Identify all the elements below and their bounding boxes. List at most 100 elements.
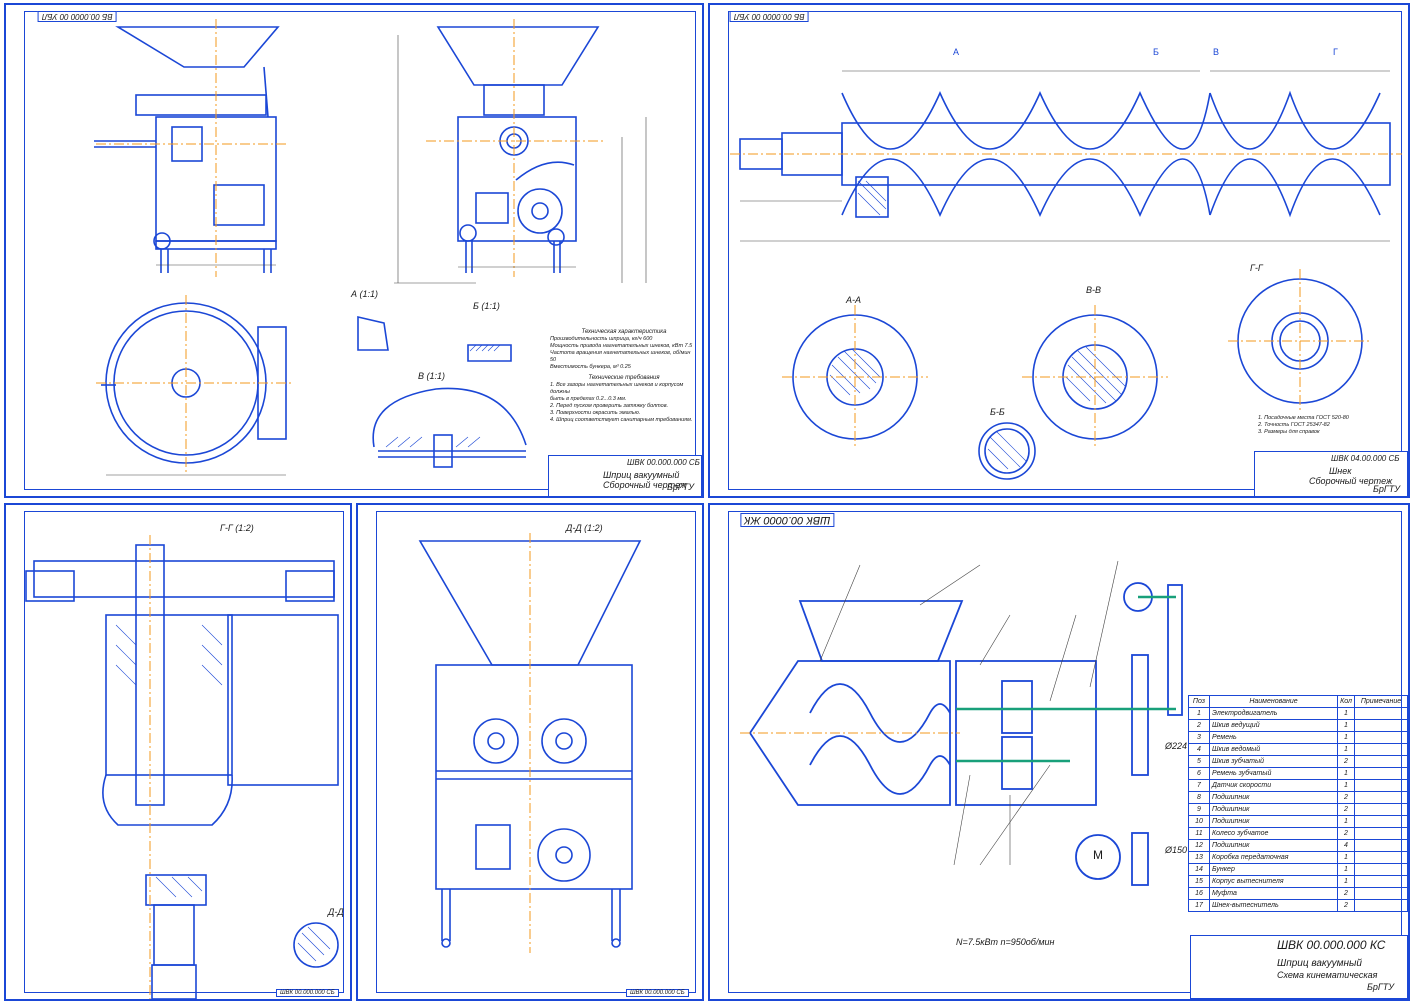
title-block-org: БрГТУ xyxy=(1373,484,1401,494)
spec-header-pos: Поз xyxy=(1188,695,1210,708)
sheet-code: ШВК 00.000.000 СБ xyxy=(276,989,339,997)
section-label-aa: А-А xyxy=(846,295,862,305)
tech-line: Вместимость бункера, м³ 0.25 xyxy=(550,364,631,370)
spec-cell-name: Коробка передаточная xyxy=(1209,851,1338,864)
spec-cell-name: Подшипник xyxy=(1209,815,1338,828)
note-line: 2. Точность ГОСТ 25347-82 xyxy=(1258,422,1330,428)
spec-cell-note xyxy=(1354,887,1408,900)
tech-line: Мощность привода нагнетательных шнеков, … xyxy=(550,343,693,349)
spec-cell-qty: 1 xyxy=(1337,851,1355,864)
title-block-code: ШВК 04.00.000 СБ xyxy=(1331,454,1400,463)
section-label-gg: Г-Г xyxy=(1250,263,1263,273)
sheet-code: ШВК 00.000.000 СБ xyxy=(626,989,689,997)
spec-cell-note xyxy=(1354,863,1408,876)
view-label-b: Б (1:1) xyxy=(473,301,500,311)
spec-cell-qty: 1 xyxy=(1337,731,1355,744)
req-line: 4. Шприц соответствует санитарным требов… xyxy=(550,417,693,423)
spec-cell-qty: 1 xyxy=(1337,815,1355,828)
spec-cell-name: Ремень зубчатый xyxy=(1209,767,1338,780)
spec-cell-pos: 16 xyxy=(1188,887,1210,900)
spec-cell-pos: 1 xyxy=(1188,707,1210,720)
title-block: ШВК 04.00.000 СБ Шнек Сборочный чертеж Б… xyxy=(1254,451,1408,497)
hopper-neck xyxy=(135,94,267,116)
section-dd-view xyxy=(418,533,642,953)
spec-cell-note xyxy=(1354,803,1408,816)
spec-cell-name: Корпус вытеснителя xyxy=(1209,875,1338,888)
tech-title: Техническая характеристика xyxy=(581,329,667,335)
motor-note: N=7.5кВт n=950об/мин xyxy=(956,937,1055,947)
spec-cell-note xyxy=(1354,731,1408,744)
spec-cell-name: Муфта xyxy=(1209,887,1338,900)
spec-cell-note xyxy=(1354,743,1408,756)
spec-cell-pos: 3 xyxy=(1188,731,1210,744)
auger-notes: 1. Посадочные места ГОСТ 520-80 2. Точно… xyxy=(1258,415,1349,436)
spec-cell-pos: 5 xyxy=(1188,755,1210,768)
spec-header-qty: Кол xyxy=(1337,695,1355,708)
title-block-subtitle: Схема кинематическая xyxy=(1277,970,1378,980)
sheet-gearbox-section: Г-Г (1:2) Д-Д ШВК 00.000.000 СБ xyxy=(4,503,352,1001)
section-mark: Г xyxy=(1333,47,1338,57)
spec-cell-pos: 17 xyxy=(1188,899,1210,912)
spec-cell-note xyxy=(1354,791,1408,804)
spec-cell-qty: 1 xyxy=(1337,875,1355,888)
spec-cell-note xyxy=(1354,827,1408,840)
spec-cell-pos: 13 xyxy=(1188,851,1210,864)
spec-cell-name: Подшипник xyxy=(1209,839,1338,852)
spec-header-note: Примечание xyxy=(1354,695,1408,708)
auger-drawing-views xyxy=(730,70,1402,480)
spec-cell-note xyxy=(1354,875,1408,888)
title-block-subtitle: Сборочный чертеж xyxy=(603,480,687,490)
spec-cell-note xyxy=(1354,779,1408,792)
spec-cell-name: Шкив ведущий xyxy=(1209,719,1338,732)
sheet-assembly-drawing: ВБ 00.0000 00 УБЛ xyxy=(4,3,704,498)
spec-cell-qty: 2 xyxy=(1337,887,1355,900)
note-line: 1. Посадочные места ГОСТ 520-80 xyxy=(1258,415,1349,421)
spec-cell-qty: 1 xyxy=(1337,779,1355,792)
spec-cell-name: Датчик скорости xyxy=(1209,779,1338,792)
section-mark: А xyxy=(953,47,960,57)
spec-cell-qty: 2 xyxy=(1337,827,1355,840)
spec-cell-name: Шкив зубчатый xyxy=(1209,755,1338,768)
title-block-org: БрГТУ xyxy=(1367,982,1395,992)
spec-cell-pos: 7 xyxy=(1188,779,1210,792)
assembly-drawing-views xyxy=(94,19,647,476)
view-label: Г-Г (1:2) xyxy=(220,523,254,533)
title-block-org: БрГТУ xyxy=(667,482,695,492)
spec-cell-note xyxy=(1354,755,1408,768)
spec-cell-name: Шнек-вытеснитель xyxy=(1209,899,1338,912)
spec-cell-name: Бункер xyxy=(1209,863,1338,876)
req-line: 3. Поверхности окрасить эмалью. xyxy=(550,410,641,416)
spec-cell-qty: 4 xyxy=(1337,839,1355,852)
section-mark: Б xyxy=(1153,47,1159,57)
spec-cell-note xyxy=(1354,851,1408,864)
title-block-code: ШВК 00.000.000 СБ xyxy=(627,458,700,467)
spec-cell-qty: 1 xyxy=(1337,767,1355,780)
spec-cell-note xyxy=(1354,767,1408,780)
spec-cell-qty: 1 xyxy=(1337,863,1355,876)
sheet-section-dd: Д-Д (1:2) ШВК 00.000.000 СБ xyxy=(356,503,704,1001)
spec-cell-name: Ремень xyxy=(1209,731,1338,744)
sheet-frame xyxy=(376,511,696,993)
spec-cell-note xyxy=(1354,815,1408,828)
motor-label: M xyxy=(1093,848,1103,862)
title-block: ШВК 00.000.000 СБ Шприц вакуумный Сбороч… xyxy=(548,455,702,497)
spec-cell-note xyxy=(1354,839,1408,852)
tech-line: Производительность шприца, кг/ч 600 xyxy=(550,336,653,342)
requirements-title: Технические требования xyxy=(588,375,660,381)
section-label-bb: Б-Б xyxy=(990,407,1005,417)
spec-cell-pos: 9 xyxy=(1188,803,1210,816)
spec-cell-pos: 4 xyxy=(1188,743,1210,756)
